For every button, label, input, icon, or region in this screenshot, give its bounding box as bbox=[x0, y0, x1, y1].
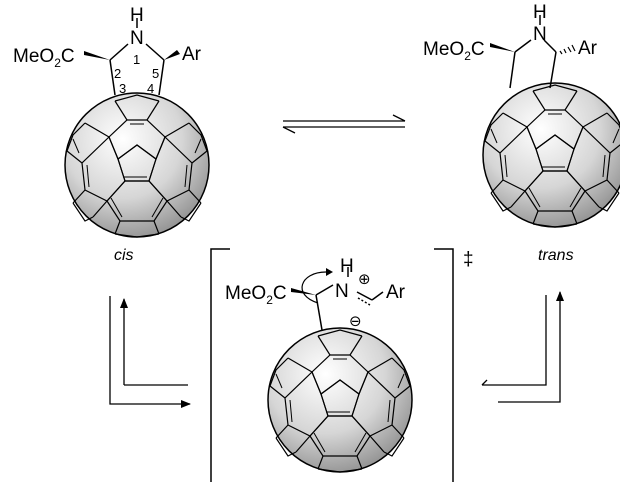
cis-ester-group: MeO2C bbox=[13, 46, 75, 70]
cis-atom-number-1: 1 bbox=[133, 52, 140, 67]
intermediate-fullerene bbox=[267, 327, 413, 473]
trans-aryl: Ar bbox=[578, 38, 598, 59]
trans-nh-nitrogen: N bbox=[533, 24, 547, 45]
cis-aryl: Ar bbox=[182, 44, 202, 65]
trans-fullerene bbox=[482, 82, 620, 228]
intermediate-nh-nitrogen: N bbox=[335, 281, 349, 302]
intermediate-nh-hydrogen: H bbox=[340, 256, 354, 277]
transition-state-brackets bbox=[210, 248, 454, 482]
trans-molecule: MeO2C H N Ar trans bbox=[423, 2, 620, 264]
intermediate-molecule: MeO2C H N ⊕ Ar ⊖ bbox=[225, 256, 413, 473]
right-pathway-arrows bbox=[481, 291, 564, 403]
cis-atom-number-4: 4 bbox=[147, 81, 154, 96]
cis-label: cis bbox=[114, 247, 134, 264]
cis-atom-number-2: 2 bbox=[114, 66, 121, 81]
cis-molecule: MeO2C H N Ar 1 2 3 4 5 cis bbox=[13, 5, 210, 264]
equilibrium-arrows bbox=[282, 114, 406, 134]
cis-atom-number-5: 5 bbox=[152, 66, 159, 81]
left-pathway-arrows bbox=[109, 296, 191, 408]
trans-label: trans bbox=[538, 247, 574, 264]
cation-charge-symbol: ⊕ bbox=[358, 270, 371, 288]
intermediate-aryl: Ar bbox=[386, 282, 406, 303]
cis-fullerene bbox=[64, 92, 210, 238]
double-dagger-symbol: ‡ bbox=[463, 249, 474, 270]
cis-nh-hydrogen: H bbox=[130, 5, 144, 26]
trans-ester-group: MeO2C bbox=[423, 39, 485, 63]
cis-nh-nitrogen: N bbox=[130, 28, 144, 49]
anion-charge-symbol: ⊖ bbox=[349, 312, 362, 330]
cis-atom-number-3: 3 bbox=[119, 81, 126, 96]
intermediate-ester-group: MeO2C bbox=[225, 283, 287, 307]
trans-nh-hydrogen: H bbox=[533, 2, 547, 23]
